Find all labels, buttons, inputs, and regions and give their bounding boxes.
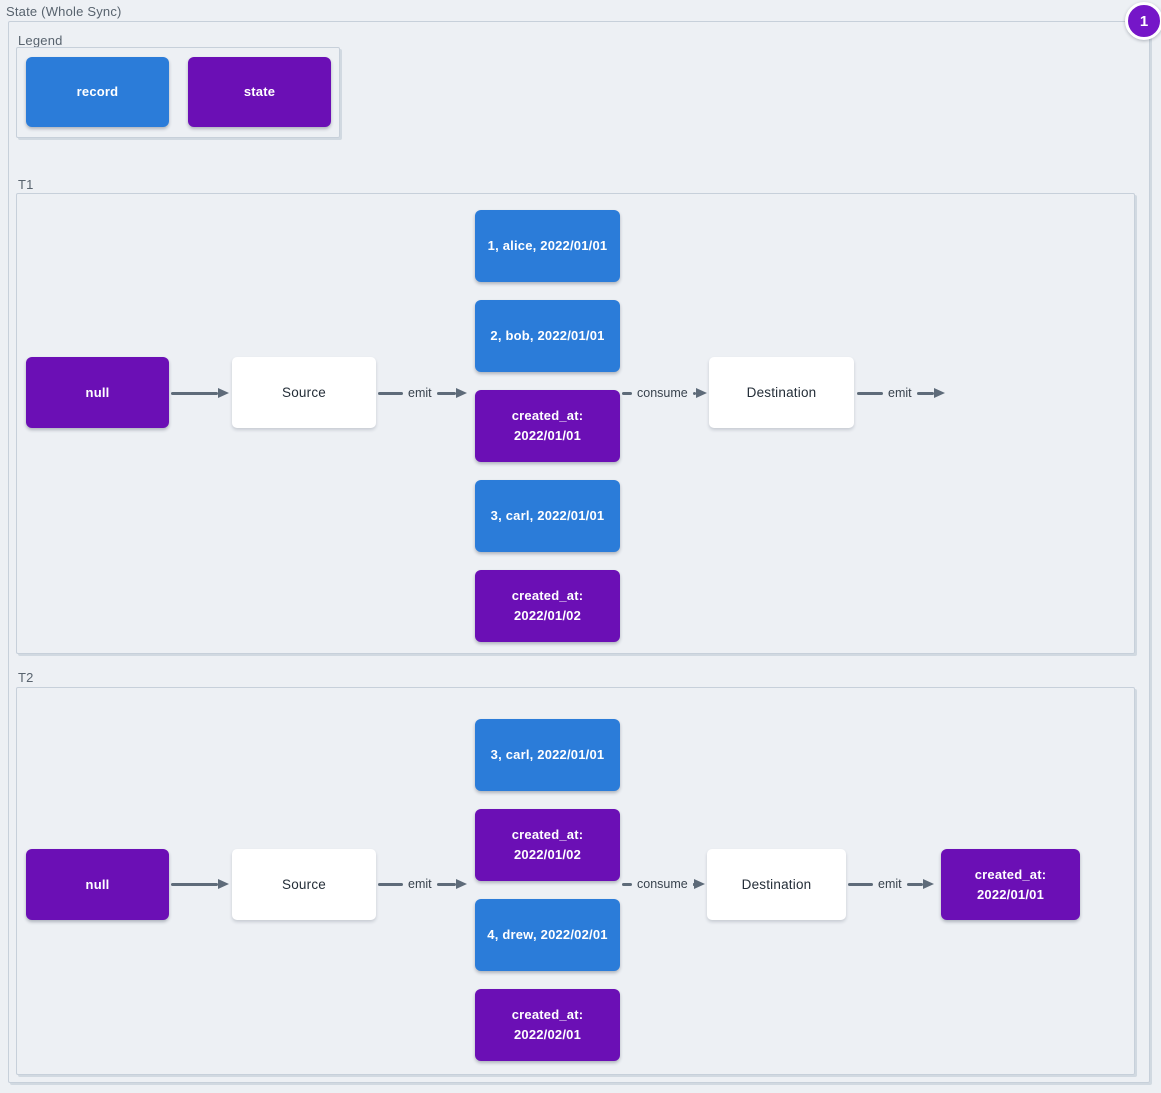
t1-destination-node: Destination <box>709 357 854 428</box>
arrow-line <box>171 882 218 886</box>
t2-record-box: 4, drew, 2022/02/01 <box>475 899 620 971</box>
outer-frame <box>8 21 1150 1083</box>
emit-label: emit <box>408 877 432 891</box>
t1-source-node: Source <box>232 357 376 428</box>
arrowhead-icon <box>456 388 467 398</box>
arrow-line <box>692 391 696 395</box>
t2-record-box: 3, carl, 2022/01/01 <box>475 719 620 791</box>
t1-consume-arrow: consume <box>622 385 707 401</box>
arrow-line <box>848 882 873 886</box>
t2-source-node: Source <box>232 849 376 920</box>
arrow-line <box>378 391 403 395</box>
diagram-title: State (Whole Sync) <box>6 4 122 19</box>
arrow-line <box>378 882 403 886</box>
consume-label: consume <box>637 877 688 891</box>
arrowhead-icon <box>696 388 707 398</box>
emit-label: emit <box>888 386 912 400</box>
arrow-line <box>916 391 934 395</box>
arrowhead-icon <box>456 879 467 889</box>
arrowhead-icon <box>218 879 229 889</box>
t2-emit-arrow: emit <box>378 876 467 892</box>
legend-state-box: state <box>188 57 331 127</box>
arrow-line <box>622 391 632 395</box>
t1-null-state-box: null <box>26 357 169 428</box>
emit-label: emit <box>408 386 432 400</box>
t2-null-to-source-arrow <box>171 876 229 892</box>
t2-state-box: created_at: 2022/02/01 <box>475 989 620 1061</box>
section-t1-frame <box>16 193 1135 654</box>
t2-emit-out-arrow: emit <box>848 876 934 892</box>
legend-title: Legend <box>18 33 63 48</box>
t1-record-box: 1, alice, 2022/01/01 <box>475 210 620 282</box>
section-t2-title: T2 <box>18 670 34 685</box>
legend-record-box: record <box>26 57 169 127</box>
arrow-line <box>436 391 456 395</box>
arrow-line <box>906 882 923 886</box>
arrowhead-icon <box>218 388 229 398</box>
section-t2-frame <box>16 687 1135 1075</box>
consume-label: consume <box>637 386 688 400</box>
arrow-line <box>622 882 632 886</box>
arrow-line <box>857 391 883 395</box>
t2-state-box: created_at: 2022/01/02 <box>475 809 620 881</box>
t2-null-state-box: null <box>26 849 169 920</box>
emit-label: emit <box>878 877 902 891</box>
arrow-line <box>436 882 456 886</box>
t1-state-box: created_at: 2022/01/01 <box>475 390 620 462</box>
section-t1-title: T1 <box>18 177 34 192</box>
t2-consume-arrow: consume <box>622 876 705 892</box>
t1-record-box: 3, carl, 2022/01/01 <box>475 480 620 552</box>
t2-result-state-box: created_at: 2022/01/01 <box>941 849 1080 920</box>
t1-state-box: created_at: 2022/01/02 <box>475 570 620 642</box>
t1-emit-out-arrow: emit <box>857 385 945 401</box>
t2-destination-node: Destination <box>707 849 846 920</box>
step-badge: 1 <box>1125 2 1161 40</box>
legend-frame <box>16 47 340 138</box>
arrowhead-icon <box>694 879 705 889</box>
arrowhead-icon <box>923 879 934 889</box>
t1-null-to-source-arrow <box>171 385 229 401</box>
t1-emit-arrow: emit <box>378 385 467 401</box>
t1-record-box: 2, bob, 2022/01/01 <box>475 300 620 372</box>
arrow-line <box>692 882 694 886</box>
arrowhead-icon <box>934 388 945 398</box>
arrow-line <box>171 391 218 395</box>
